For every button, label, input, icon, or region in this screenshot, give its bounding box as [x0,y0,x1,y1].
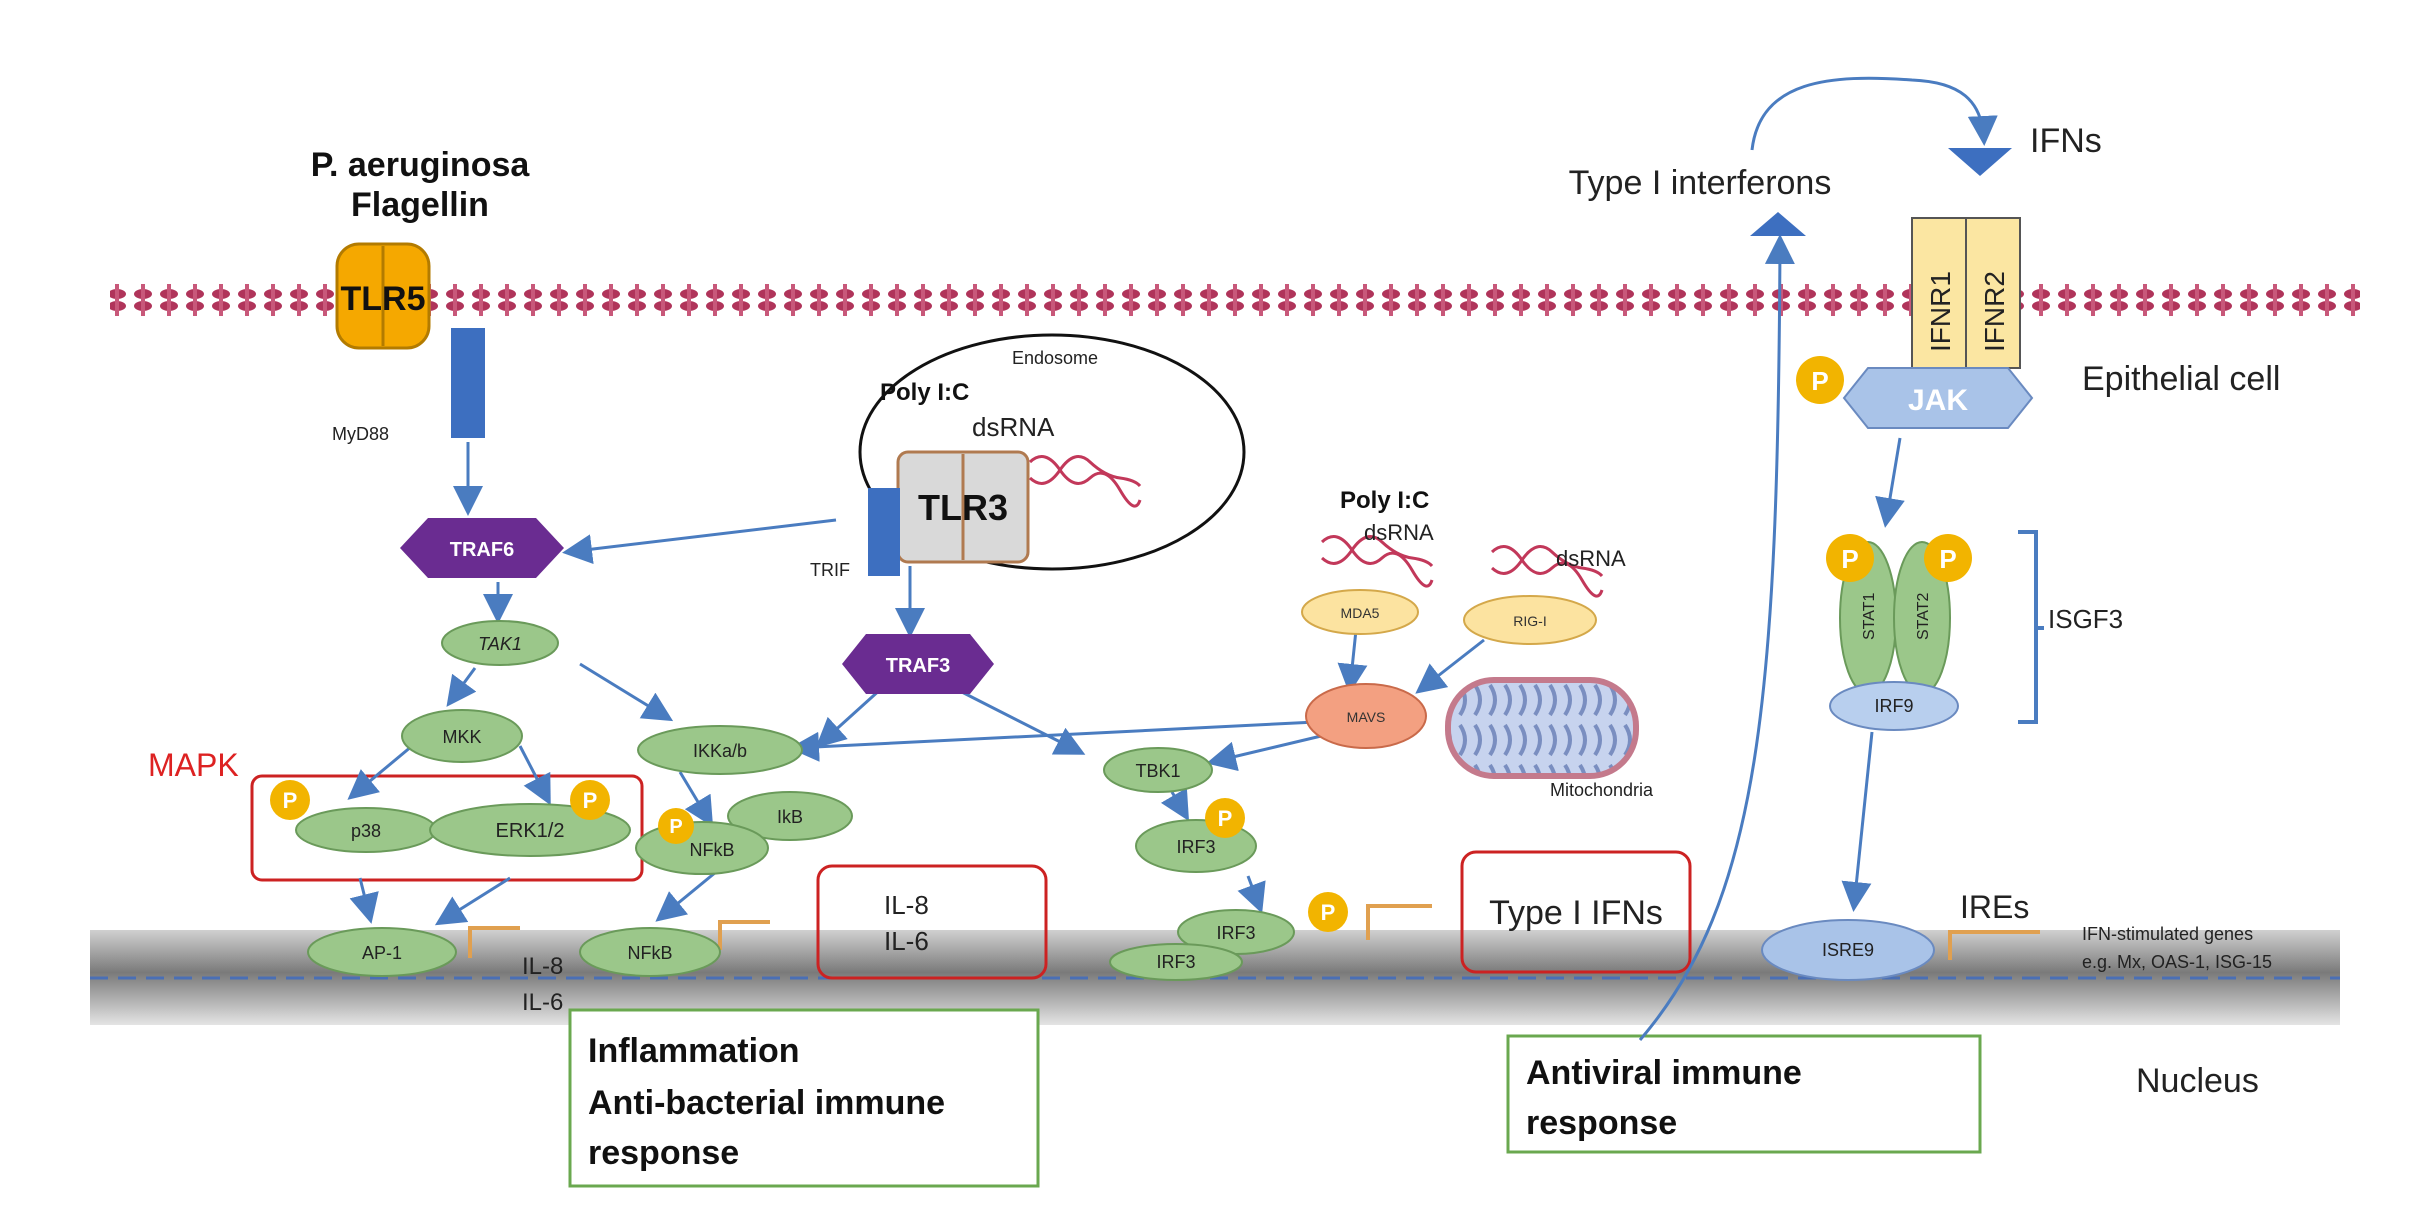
stat2-label: STAT2 [1915,592,1932,640]
signal-arrows [347,76,1998,1041]
rigi-label: RIG-I [1513,613,1546,629]
type1-ifns-box [1460,850,1692,974]
ikb-label: IkB [777,807,803,827]
type1-interferons-triangle [1750,212,1806,236]
mapk-label: MAPK [148,747,239,783]
mitochondria-shape [1445,677,1639,779]
mitochondria-label: Mitochondria [1550,780,1654,800]
flagellin-line2: Flagellin [351,186,489,224]
dsrna-helix-mda5 [1320,535,1434,588]
flagellin-line1: P. aeruginosa [311,146,531,184]
inflammation-line1: Inflammation [588,1032,800,1070]
myd88-label: MyD88 [332,424,389,444]
dsrna-endosome-label: dsRNA [972,412,1055,442]
epithelial-cell-label: Epithelial cell [2082,360,2280,398]
tlr3-label: TLR3 [918,487,1008,528]
il6-box-label: IL-6 [884,926,929,956]
traf6-label: TRAF6 [450,539,514,561]
rigi-shape [1463,595,1597,645]
dsrna-cyto1-label: dsRNA [1364,520,1434,545]
phospho-irf3-nuc: P [1321,900,1336,925]
mkk-label: MKK [442,727,481,747]
phospho-erk: P [583,788,598,813]
ifns-triangle [1948,148,2012,176]
mda5-label: MDA5 [1341,605,1380,621]
mda5-shape [1301,589,1419,635]
stat1-label: STAT1 [1861,592,1878,640]
polyic-endosome-label: Poly I:C [880,379,969,406]
nfkb-nuc-label: NFkB [628,943,673,963]
isgf3-label: ISGF3 [2048,604,2123,634]
dsrna-cyto2-label: dsRNA [1556,546,1626,571]
jak-label: JAK [1908,384,1968,417]
dsrna-helix-rigi [1490,545,1604,598]
il8-box-label: IL-8 [884,890,929,920]
phospho-p38: P [283,788,298,813]
il-box [816,864,1048,980]
erk-label: ERK1/2 [496,820,565,842]
ifnr1-label: IFNR1 [1925,271,1956,352]
phospho-irf3-cyto: P [1218,806,1233,831]
ikka-label: IKKa/b [693,741,747,761]
isg-line1-label: IFN-stimulated genes [2082,924,2253,944]
jak-shape [1842,367,2034,429]
irf3-nuc-a-label: IRF3 [1216,923,1255,943]
isre9-label: ISRE9 [1822,940,1874,960]
ap1-label: AP-1 [362,943,402,963]
trif-label: TRIF [810,560,850,580]
tlr5-label: TLR5 [341,280,426,318]
phospho-stat2: P [1939,544,1956,574]
mavs-label: MAVS [1347,709,1386,725]
tlr5-receptor [335,242,485,438]
mavs-shape [1305,683,1427,749]
p38-label: p38 [351,821,381,841]
dsrna-helix-endosome [1028,455,1142,508]
phospho-stat1: P [1841,544,1858,574]
ifn-receptors [1911,217,2021,369]
irf3-cyto-label: IRF3 [1176,837,1215,857]
irf3-nuc-b-label: IRF3 [1156,952,1195,972]
ifnr2-label: IFNR2 [1979,271,2010,352]
gene-arrows [468,904,2040,960]
type1-interferons-label: Type I interferons [1569,164,1832,202]
nucleus-label: Nucleus [2136,1062,2259,1100]
irf9-shape [1829,681,1959,731]
traf6-shape [400,518,564,578]
endosome-label: Endosome [1012,348,1098,368]
isgf3-bracket [2018,530,2044,724]
phospho-markers [270,356,1972,932]
tlr3-receptor [868,450,1030,576]
isre9-shape [1761,919,1935,981]
ires-label: IREs [1960,889,2029,925]
inflammation-box [568,1008,1040,1188]
il8-nuc-label: IL-8 [522,953,563,980]
polyic-cyto-label: Poly I:C [1340,487,1429,514]
phospho-jak: P [1811,366,1828,396]
ifns-label: IFNs [2030,122,2102,160]
traf3-label: TRAF3 [886,655,950,677]
tak1-label: TAK1 [478,634,522,654]
nfkb-cyto-label: NFkB [690,840,735,860]
antiviral-line2: response [1526,1104,1677,1142]
phospho-nfkb: P [669,816,682,838]
mapk-box [250,774,644,882]
inflammation-line2: Anti-bacterial immune [588,1084,945,1122]
antiviral-line1: Antiviral immune [1526,1054,1802,1092]
type1-ifns-box-label: Type I IFNs [1489,894,1663,932]
traf3-shape [842,634,994,694]
plasma-membrane [110,284,2360,324]
tbk1-label: TBK1 [1135,761,1180,781]
irf9-label: IRF9 [1874,696,1913,716]
il6-nuc-label: IL-6 [522,989,563,1016]
isg-line2-label: e.g. Mx, OAS-1, ISG-15 [2082,952,2272,972]
inflammation-line3: response [588,1134,739,1172]
antiviral-box [1506,1034,1982,1154]
phospho-letters: P P P P P P P P [283,366,1957,925]
green-nodes [295,541,1951,981]
